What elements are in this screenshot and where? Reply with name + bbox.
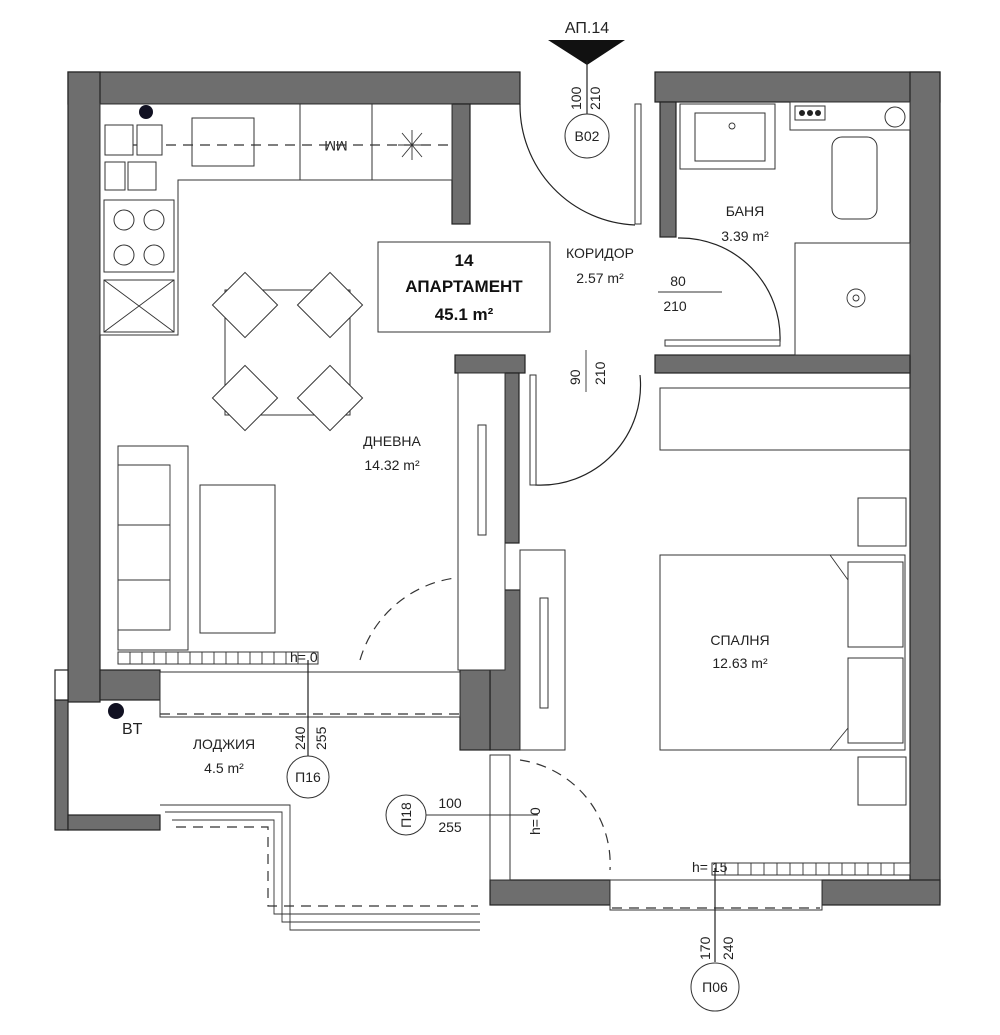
corridor-name: КОРИДОР	[566, 245, 634, 261]
bedroom-name: СПАЛНЯ	[710, 632, 769, 648]
p18-height: 255	[438, 819, 462, 835]
bathroom-door-swing	[677, 237, 781, 343]
vertical-pipe-icon	[108, 703, 124, 719]
p18-width: 100	[438, 795, 462, 811]
p06-code: П06	[702, 979, 728, 995]
corridor-area: 2.57 m²	[576, 270, 624, 286]
bedroom-area: 12.63 m²	[712, 655, 768, 671]
p06-height: 240	[720, 936, 736, 960]
bathroom-door-height: 210	[663, 298, 687, 314]
loggia-name: ЛОДЖИЯ	[193, 736, 255, 752]
loggia-parapet	[159, 671, 480, 931]
bed	[659, 387, 911, 806]
bedroom-door-width: 90	[567, 369, 583, 385]
bedroom-door-swing	[534, 374, 642, 486]
entrance-door-leaf	[634, 103, 642, 225]
entrance-door-code: В02	[575, 128, 600, 144]
entrance-arrow-icon	[548, 40, 625, 65]
p18-sill: h= 0	[527, 807, 543, 835]
p16-height: 255	[313, 726, 329, 750]
bathroom-door-leaf	[664, 339, 781, 347]
p16-sill: h= 0	[290, 649, 318, 665]
apartment-number: 14	[455, 251, 474, 270]
radiator-living	[117, 651, 319, 665]
p06-sill: h= 15	[692, 859, 728, 875]
living-door-swing	[359, 577, 456, 661]
p18-code: П18	[398, 802, 414, 828]
p16-tag	[286, 755, 330, 799]
kitchen-counter: MM	[99, 103, 453, 336]
bedroom-window	[609, 879, 823, 911]
entrance-door-swing	[519, 103, 636, 226]
wardrobe-living	[457, 372, 506, 671]
apartment-area: 45.1 m²	[435, 305, 494, 324]
living-area: 14.32 m²	[364, 457, 420, 473]
living-name: ДНЕВНА	[363, 433, 421, 449]
radiator-bedroom	[711, 862, 911, 876]
apartment-type: АПАРТАМЕНТ	[405, 277, 523, 296]
bedroom-door-leaf	[529, 374, 537, 486]
p16-width: 240	[292, 726, 308, 750]
vt-label: BT	[122, 721, 143, 738]
bathroom-fixtures	[679, 101, 911, 356]
p16-code: П16	[295, 769, 321, 785]
dining-table	[211, 271, 364, 432]
p06-width: 170	[697, 936, 713, 960]
entrance-door-tag	[564, 113, 610, 159]
bathroom-area: 3.39 m²	[721, 228, 769, 244]
entrance-door-width: 100	[568, 86, 584, 110]
loggia-door-frame	[489, 754, 511, 881]
entrance-door-height: 210	[587, 86, 603, 110]
bathroom-name: БАНЯ	[726, 203, 764, 219]
loggia-area: 4.5 m²	[204, 760, 244, 776]
wardrobe-bedroom	[519, 549, 566, 751]
p06-tag	[690, 962, 740, 1012]
entrance-label: АП.14	[565, 20, 609, 37]
sofa	[117, 445, 276, 651]
loggia-door-swing	[519, 759, 611, 871]
bathroom-door-width: 80	[670, 273, 686, 289]
washing-machine-icon: MM	[324, 138, 347, 154]
apartment-label-box	[377, 241, 551, 333]
bedroom-door-height: 210	[592, 361, 608, 385]
